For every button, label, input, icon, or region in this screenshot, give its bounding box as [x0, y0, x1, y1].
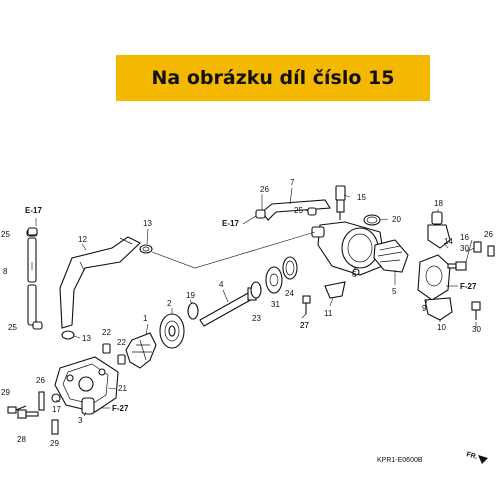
label-27-right: 27: [300, 321, 309, 330]
pin-22-a: [102, 343, 111, 354]
label-20: 20: [392, 215, 401, 224]
gear-31: [265, 266, 283, 294]
label-12: 12: [78, 235, 87, 244]
label-22-b: 22: [117, 338, 126, 347]
label-21: 21: [118, 384, 127, 393]
label-29-bottom: 29: [50, 439, 59, 448]
ring-24: [282, 256, 298, 280]
label-28: 28: [17, 435, 26, 444]
ref-f27-right: F-27: [460, 282, 477, 291]
label-30-bottom: 30: [472, 325, 481, 334]
pump-cover-21: [54, 356, 119, 415]
label-25-mid: 25: [294, 206, 303, 215]
bolt-29-bottom: [51, 419, 59, 435]
label-10: 10: [437, 323, 446, 332]
bolt-30-bottom: [471, 301, 481, 320]
ref-f27-left: F-27: [112, 404, 129, 413]
part-labels: 1 2 3 4 5 6 7 8 9 10 11 12 13 13 14 15 1…: [1, 178, 493, 448]
label-27-mid: 27: [300, 321, 309, 330]
label-16: 16: [460, 233, 469, 242]
label-7: 7: [290, 178, 295, 187]
bolt-27-mid: [302, 295, 311, 314]
label-26-top: 26: [260, 185, 269, 194]
ref-labels: E-17 E-17 F-27 F-27: [25, 206, 477, 413]
label-17: 17: [52, 405, 61, 414]
bracket-11: [324, 281, 346, 299]
hose-7: [261, 199, 331, 221]
clamp-13-top: [139, 244, 153, 254]
label-1: 1: [143, 314, 148, 323]
label-3: 3: [78, 416, 83, 425]
washer-19: [187, 302, 199, 320]
label-6: 6: [352, 270, 357, 279]
label-23: 23: [252, 314, 261, 323]
ref-e17-left: E-17: [25, 206, 42, 215]
cover-9: [417, 254, 451, 301]
pin-22-b: [117, 354, 126, 365]
label-26-left: 26: [36, 376, 45, 385]
oring-20: [363, 214, 381, 226]
label-2: 2: [167, 299, 172, 308]
label-11: 11: [324, 309, 333, 318]
label-30-top: 30: [460, 244, 469, 253]
sensor-15: [335, 185, 346, 220]
label-4: 4: [219, 280, 224, 289]
bearing-23: [250, 281, 262, 299]
label-26-right: 26: [484, 230, 493, 239]
ref-lines: [35, 215, 458, 409]
label-9: 9: [422, 304, 427, 313]
label-29-left: 29: [1, 388, 10, 397]
bracket-10: [424, 297, 453, 321]
clamp-13-bottom: [61, 330, 75, 340]
clip-25-top: [255, 209, 266, 219]
seal-2: [159, 313, 185, 349]
banner: Na obrázku díl číslo 15: [116, 55, 430, 101]
thermostat-5: [373, 239, 409, 273]
label-18: 18: [434, 199, 443, 208]
label-25-left-top: 25: [1, 230, 10, 239]
direction-label: FR.: [465, 451, 478, 461]
label-31: 31: [271, 300, 280, 309]
bolt-26-left: [38, 391, 45, 411]
label-13-top: 13: [143, 219, 152, 228]
label-5: 5: [392, 287, 397, 296]
label-14: 14: [444, 237, 453, 246]
ref-e17-mid: E-17: [222, 219, 239, 228]
label-15: 15: [357, 193, 366, 202]
shaft-4: [199, 287, 257, 327]
bolt-29-left: [7, 405, 27, 414]
bolt-16: [447, 261, 467, 271]
hose-12: [59, 236, 141, 329]
label-19: 19: [186, 291, 195, 300]
impeller-1: [125, 332, 157, 369]
front-arrow-icon: [478, 455, 488, 464]
housing-6: [311, 221, 386, 276]
leader-lines: [31, 187, 477, 417]
banner-text: Na obrázku díl číslo 15: [151, 67, 395, 89]
hose-8: [26, 229, 38, 326]
label-24: 24: [285, 289, 294, 298]
clip-25-left-top: [27, 227, 38, 236]
diagram-code: KPR1-E0600B: [377, 457, 423, 464]
clip-25-mid: [307, 207, 317, 216]
bolt-30-top: [473, 241, 482, 253]
label-13-bottom: 13: [82, 334, 91, 343]
label-8: 8: [3, 267, 8, 276]
clip-25-left-bottom: [32, 321, 43, 330]
label-22-a: 22: [102, 328, 111, 337]
bolt-28: [17, 409, 39, 419]
washer-17: [51, 393, 61, 403]
sensor-18: [427, 211, 451, 249]
label-25-left-bottom: 25: [8, 323, 17, 332]
bolt-26-right: [487, 245, 495, 257]
